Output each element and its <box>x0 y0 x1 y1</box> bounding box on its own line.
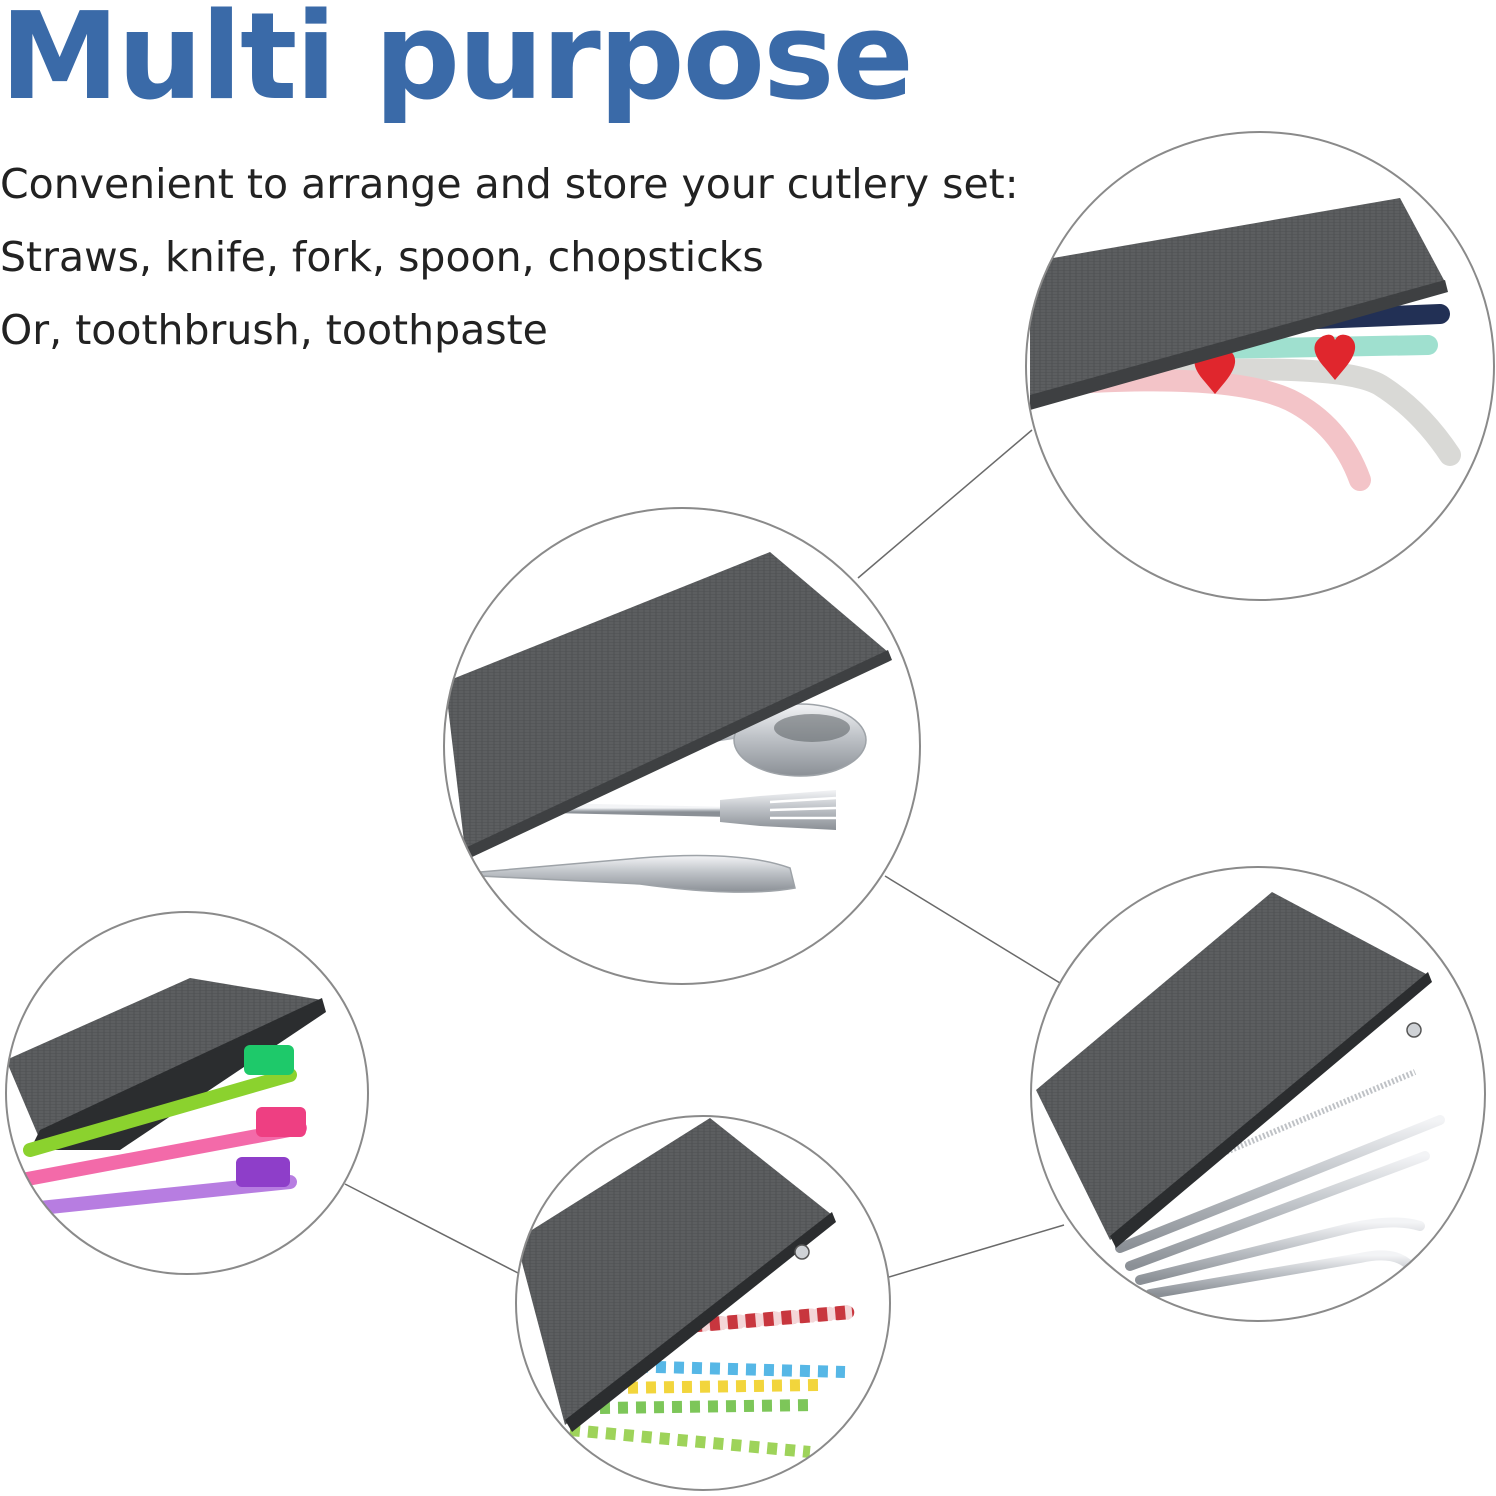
paper-straw <box>569 1424 811 1458</box>
pouch-shape <box>1036 892 1428 1240</box>
connector-line <box>344 1183 519 1274</box>
panel-toothbrushes <box>5 911 369 1275</box>
steel-straw <box>1115 1115 1445 1253</box>
heart-marker-icon <box>1314 334 1356 380</box>
panel-cutlery <box>443 507 921 985</box>
toothbrush-pink <box>15 1121 307 1187</box>
panel-metal-straws <box>1030 866 1486 1322</box>
pouch-shape <box>445 552 888 850</box>
description-line-2: Straws, knife, fork, spoon, chopsticks <box>0 233 764 281</box>
pouch-shape <box>516 1118 832 1425</box>
pouch-shape <box>6 978 322 1140</box>
paper-straw <box>619 1360 846 1378</box>
panel-paper-straws <box>515 1115 891 1491</box>
toothbrush-green <box>23 1068 297 1157</box>
zipper-pull-icon <box>794 1244 810 1260</box>
steel-straw <box>1125 1151 1430 1271</box>
panel-silicone-straws <box>1025 131 1495 601</box>
pouch-shape <box>1030 198 1445 400</box>
zipper-pull-icon <box>1406 1022 1422 1038</box>
description-line-1: Convenient to arrange and store your cut… <box>0 160 1019 208</box>
connector-line <box>857 429 1033 579</box>
steel-straw <box>1145 1250 1415 1299</box>
connector-line <box>884 875 1061 984</box>
steel-straw <box>1135 1217 1425 1285</box>
knife-shape <box>479 854 796 893</box>
connector-line <box>888 1224 1065 1278</box>
description-line-3: Or, toothbrush, toothpaste <box>0 306 548 354</box>
fork-shape <box>545 803 735 817</box>
page-title: Multi purpose <box>0 0 914 127</box>
connector-lines <box>344 429 1065 1278</box>
